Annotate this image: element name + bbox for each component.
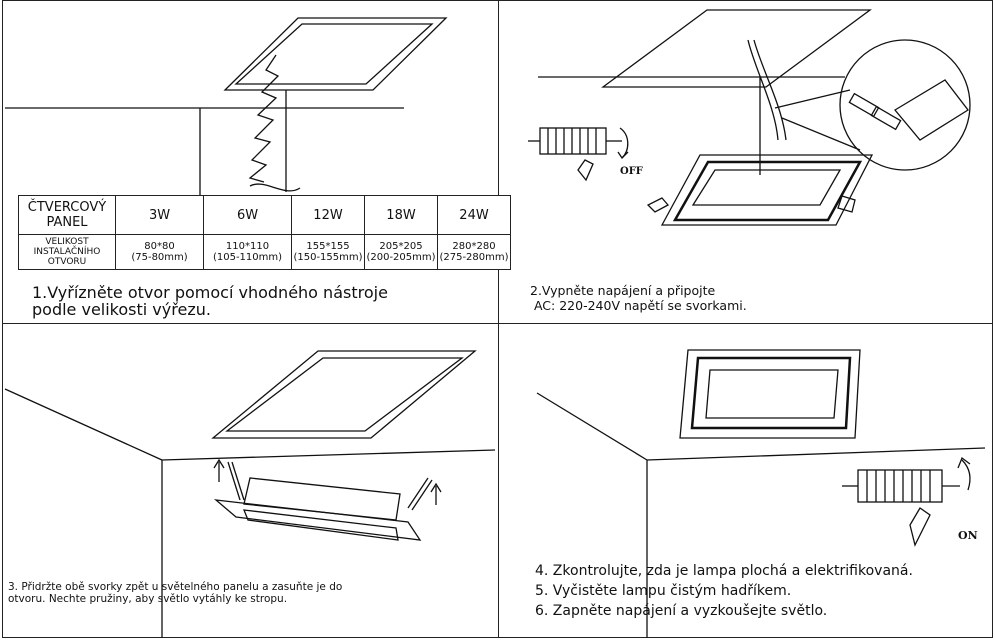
size-cell: 110*110 (105-110mm)	[203, 234, 292, 270]
step2-text: 2.Vypněte napájení a připojte AC: 220-24…	[530, 283, 747, 313]
horizontal-divider	[3, 323, 992, 324]
step4-text: 4. Zkontrolujte, zda je lampa plochá a e…	[535, 563, 913, 579]
size-cell: 280*280 (275-280mm)	[437, 234, 511, 270]
panel2-wiring-illustration	[528, 9, 971, 226]
step1-text: 1.Vyřízněte otvor pomocí vhodného nástro…	[32, 283, 388, 319]
off-label: OFF	[620, 166, 643, 177]
wattage-cell: 3W	[115, 195, 204, 235]
size-cell: 155*155 (150-155mm)	[291, 234, 365, 270]
size-table: ČTVERCOVÝ PANEL 3W 6W 12W 18W 24W VELIKO…	[18, 195, 511, 270]
wattage-cell: 18W	[364, 195, 438, 235]
size-cell: 205*205 (200-205mm)	[364, 234, 438, 270]
vertical-divider	[498, 1, 499, 637]
on-label: ON	[958, 529, 978, 542]
panel3-insert-illustration	[4, 350, 495, 638]
panel1-cutout-illustration	[5, 17, 448, 195]
step5-text: 5. Vyčistěte lampu čistým hadříkem.	[535, 583, 792, 599]
wattage-cell: 24W	[437, 195, 511, 235]
size-cell: 80*80 (75-80mm)	[115, 234, 204, 270]
step3-text: 3. Přidržte obě svorky zpět u světelného…	[8, 581, 343, 605]
size-row-label: VELIKOST INSTALAČNÍHO OTVORU	[18, 234, 116, 270]
step6-text: 6. Zapněte napájení a vyzkoušejte světlo…	[535, 603, 828, 619]
